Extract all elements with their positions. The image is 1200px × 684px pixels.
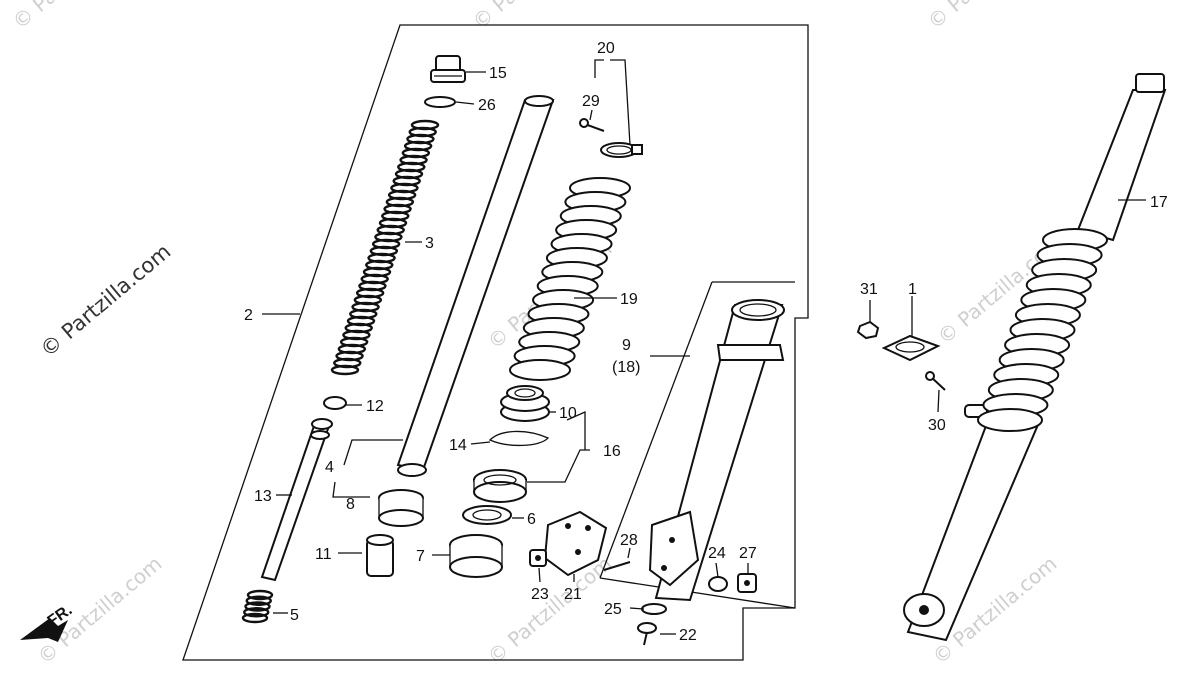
oil-lock-piece xyxy=(366,534,394,577)
seal-clip xyxy=(488,430,550,447)
callout-13: 13 xyxy=(254,488,272,505)
holder-stud xyxy=(603,561,631,571)
callout-16: 16 xyxy=(603,443,621,460)
subframe-left xyxy=(599,281,713,579)
callout-5: 5 xyxy=(290,607,299,624)
fork-cap-bolt xyxy=(430,55,466,83)
leader-lines xyxy=(262,59,1146,635)
callout-9: 9 xyxy=(622,337,631,354)
callout-11: 11 xyxy=(315,546,332,563)
piston-ring xyxy=(323,396,347,410)
guide-bushing xyxy=(378,489,424,527)
fork-pipe xyxy=(396,95,555,477)
callout-4: 4 xyxy=(325,459,334,476)
callout-8: 8 xyxy=(346,496,355,513)
callout-12: 12 xyxy=(366,398,384,415)
holder-nut xyxy=(529,549,547,567)
drain-bolt xyxy=(737,573,757,593)
subframe-bottom xyxy=(599,577,796,609)
boot-band xyxy=(600,142,643,158)
front-fork-assembly xyxy=(903,73,1167,642)
callout-10: 10 xyxy=(559,405,577,422)
watermark: © Partzilla.com xyxy=(483,551,617,669)
holder-bolt xyxy=(925,371,946,391)
callout-18: (18) xyxy=(612,359,640,376)
o-ring xyxy=(424,96,456,108)
callout-7: 7 xyxy=(416,548,425,565)
callout-1: 1 xyxy=(908,281,917,298)
callout-29: 29 xyxy=(582,93,600,110)
callout-20: 20 xyxy=(597,40,615,57)
watermark: © Partzilla.com xyxy=(8,0,142,34)
callout-19: 19 xyxy=(620,291,638,308)
watermark: © Partzilla.com xyxy=(923,0,1057,34)
assembled-boot xyxy=(977,228,1108,432)
socket-bolt xyxy=(637,622,657,646)
callout-22: 22 xyxy=(679,627,697,644)
damper-rod xyxy=(260,418,333,582)
holder-nut-31 xyxy=(856,320,880,340)
callout-labels: 15 26 3 2 12 4 8 13 11 5 7 6 14 16 10 19… xyxy=(244,40,1168,644)
band-bolt xyxy=(579,118,605,132)
callout-17: 17 xyxy=(1150,194,1168,211)
callout-2: 2 xyxy=(244,307,253,324)
partzilla-watermark: © Partzilla.com xyxy=(36,239,176,362)
fork-spring xyxy=(330,119,440,376)
socket-washer xyxy=(641,603,667,615)
callout-30: 30 xyxy=(928,417,946,434)
callout-24: 24 xyxy=(708,545,726,562)
callout-21: 21 xyxy=(564,586,582,603)
callout-15: 15 xyxy=(489,65,507,82)
fork-washer xyxy=(462,505,512,525)
callout-23: 23 xyxy=(531,586,549,603)
back-up-ring xyxy=(473,469,527,503)
callout-25: 25 xyxy=(604,601,622,618)
callout-28: 28 xyxy=(620,532,638,549)
fork-boot xyxy=(509,177,631,381)
axle-holder xyxy=(543,510,608,577)
wire-holder xyxy=(881,334,941,362)
callout-6: 6 xyxy=(527,511,536,528)
callout-14: 14 xyxy=(449,437,467,454)
watermark: © Partzilla.com xyxy=(468,0,602,34)
front-direction-arrow xyxy=(20,618,68,642)
rebound-spring xyxy=(241,589,274,624)
drain-washer xyxy=(708,576,728,592)
slide-bushing xyxy=(449,534,503,578)
callout-27: 27 xyxy=(739,545,757,562)
callout-3: 3 xyxy=(425,235,434,252)
callout-26: 26 xyxy=(478,97,496,114)
fork-slider xyxy=(648,299,785,602)
callout-31: 31 xyxy=(860,281,878,298)
oil-seal xyxy=(500,385,550,422)
